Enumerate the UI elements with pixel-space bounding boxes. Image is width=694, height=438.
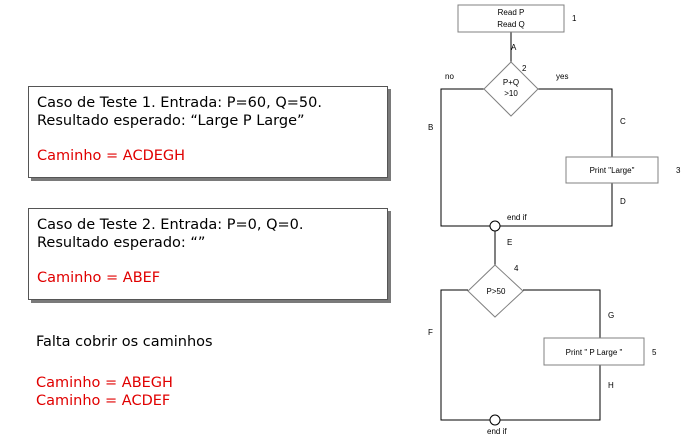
- decision-pq-diamond: [483, 61, 539, 117]
- remaining-path-2: Caminho = ACDEF: [36, 393, 171, 409]
- decision-pq-line1: P+Q: [503, 78, 519, 87]
- edge-g-label: G: [608, 311, 614, 320]
- test-case-2-input: Caso de Teste 2. Entrada: P=0, Q=0.: [37, 217, 304, 233]
- edge-c-label: C: [620, 117, 626, 126]
- test-case-1-input: Caso de Teste 1. Entrada: P=60, Q=50.: [37, 95, 322, 111]
- decision-p50-label: P>50: [487, 287, 506, 296]
- test-case-1-box: Caso de Teste 1. Entrada: P=60, Q=50. Re…: [28, 86, 388, 178]
- print-large-node: [565, 156, 659, 184]
- decision-1-number: 2: [522, 64, 527, 73]
- decision-2-number: 4: [514, 264, 519, 273]
- end-if-2-connector: [489, 414, 501, 426]
- edge-b-label: B: [428, 123, 433, 132]
- edge-h-label: H: [608, 381, 614, 390]
- test-case-1-expected: Resultado esperado: “Large P Large”: [37, 113, 305, 129]
- decision-p50-diamond: [467, 264, 524, 318]
- print-large-label: Print "Large": [590, 166, 635, 175]
- yes-label: yes: [556, 72, 568, 81]
- end-if-2-label: end if: [487, 427, 507, 436]
- edge-a-label: A: [511, 43, 517, 52]
- end-if-1-connector: [489, 220, 501, 232]
- node-1-number: 1: [572, 14, 577, 23]
- remaining-paths-heading: Falta cobrir os caminhos: [36, 334, 213, 350]
- decision-pq-line2: >10: [504, 89, 518, 98]
- remaining-path-1: Caminho = ABEGH: [36, 375, 173, 391]
- read-p-label: Read P: [498, 8, 525, 17]
- no-label: no: [445, 72, 454, 81]
- test-case-2-expected: Resultado esperado: “”: [37, 235, 206, 251]
- read-node: [457, 4, 565, 33]
- test-case-1-path: Caminho = ACDEGH: [37, 148, 186, 164]
- read-q-label: Read Q: [497, 20, 525, 29]
- print-p-large-label: Print " P Large ": [566, 348, 623, 357]
- node-5-number: 5: [652, 348, 657, 357]
- test-case-2-box: Caso de Teste 2. Entrada: P=0, Q=0. Resu…: [28, 208, 388, 300]
- print-p-large-node: [543, 337, 645, 366]
- end-if-1-label: end if: [507, 213, 527, 222]
- test-case-2-path: Caminho = ABEF: [37, 270, 161, 286]
- edge-f-label: F: [428, 328, 433, 337]
- node-3-number: 3: [676, 166, 681, 175]
- edge-d-label: D: [620, 197, 626, 206]
- edge-e-label: E: [507, 238, 512, 247]
